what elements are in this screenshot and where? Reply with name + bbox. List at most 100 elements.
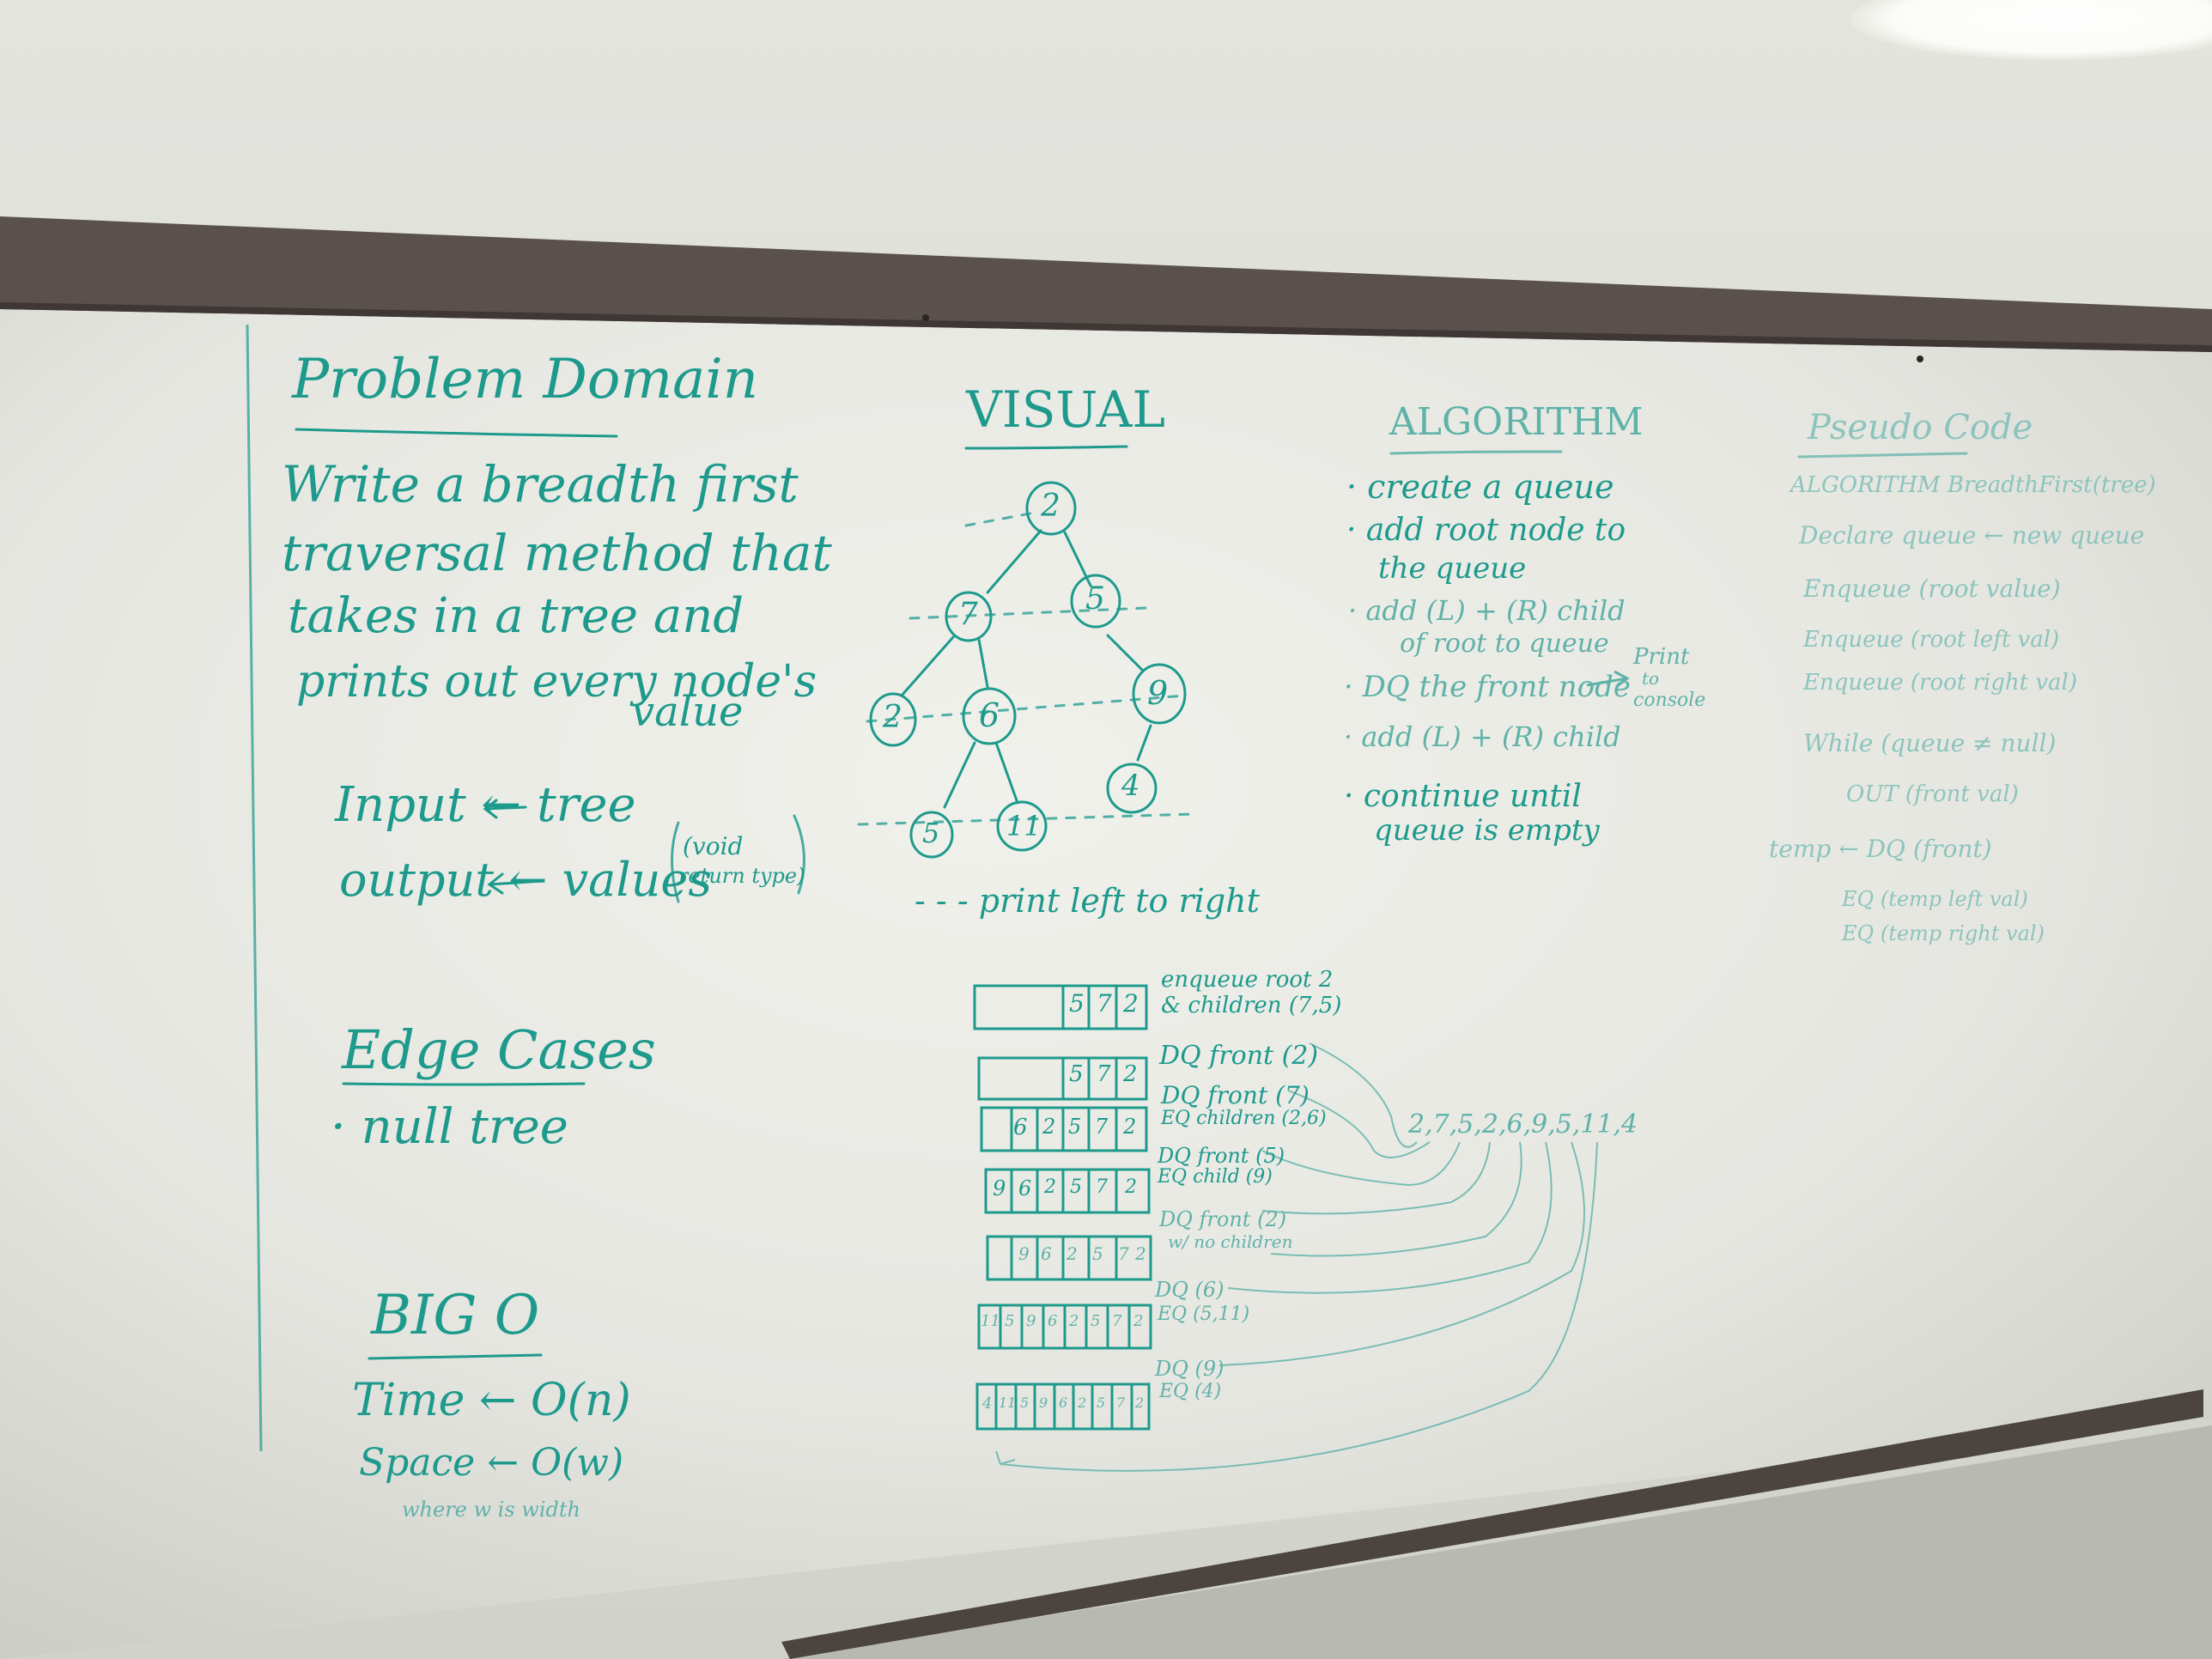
tree-node [945,591,993,642]
queue-cell: 2 [1133,1312,1144,1330]
queue-step-note: DQ front (2) [1159,1207,1287,1231]
problem-domain-heading: Problem Domain [292,348,758,411]
algorithm-side-note: Print [1633,644,1690,670]
queue-cell: 9 [1026,1312,1036,1330]
big-o-underline [368,1353,543,1360]
tree-node [869,692,917,747]
visual-caption: - - - print left to right [915,882,1260,920]
queue-cell: 2 [1123,1115,1137,1139]
output-arrow [487,872,544,895]
algorithm-side-note: to [1642,668,1660,689]
queue-cell: 9 [1018,1243,1030,1264]
algorithm-step: · add root node to [1346,513,1626,548]
print-arrow [1586,670,1630,689]
tree-node [1070,574,1121,629]
output-sequence: 2,7,5,2,6,9,5,11,4 [1408,1109,1638,1139]
pseudo-code-line: Enqueue (root right val) [1803,670,2077,696]
queue-cell: 5 [1070,1176,1082,1198]
algorithm-step: of root to queue [1400,629,1609,659]
pseudo-code-underline [1797,452,1968,459]
input-arrow [483,799,527,819]
problem-domain-underline [295,428,618,438]
queue-step-note: DQ (6) [1155,1278,1224,1302]
queue-cell: 11 [981,1312,1000,1330]
tree-node [1025,481,1077,536]
queue-step-note: DQ front (7) [1161,1081,1310,1109]
tree-node-label: 7 [958,597,978,632]
queue-step-note: & children (7,5) [1161,993,1342,1018]
tree-node-label: 4 [1121,769,1140,803]
queue-step-note: DQ front (5) [1158,1144,1285,1168]
pseudo-code-line: EQ (temp left val) [1842,887,2028,911]
queue-cell: 6 [1013,1115,1028,1140]
pseudo-code-line: Enqueue (root value) [1803,574,2061,603]
output-label: output ← values [339,853,713,907]
problem-domain-line: Write a breadth first [282,455,799,514]
queue-cell: 9 [993,1176,1006,1200]
tree-node-label: 2 [1041,489,1060,524]
output-note-bracket [671,821,680,903]
pseudo-code-line: EQ (temp right val) [1842,921,2045,945]
tree-node [1106,763,1158,814]
algorithm-step: queue is empty [1374,813,1600,848]
tree-node-label: 11 [1006,810,1042,842]
queue-cell: 2 [1044,1176,1056,1198]
input-label: Input ← tree [335,777,636,833]
rail-screw [1917,356,1923,362]
edge-cases-heading: Edge Cases [342,1018,656,1081]
visual-heading: VISUAL [966,380,1166,439]
tree-node-label: 5 [1085,581,1105,617]
output-note-line: return type) [678,864,805,888]
queue-step-note: EQ (5,11) [1158,1304,1250,1325]
ceiling-light [1850,0,2212,60]
queue-cell: 2 [1066,1243,1078,1264]
algorithm-side-note: console [1633,690,1706,711]
queue-cell: 11 [999,1395,1017,1411]
big-o-space: Space ← O(w) [359,1441,624,1485]
queue-cell: 2 [1123,989,1139,1018]
queue-cell: 7 [1097,1061,1111,1087]
algorithm-step: · create a queue [1346,468,1614,506]
output-note-bracket-right [793,814,805,895]
queue-cell: 2 [1135,1243,1146,1264]
lower-wall [781,1425,2212,1659]
queue-step-note: DQ (9) [1155,1357,1224,1381]
queue-step-note: EQ children (2,6) [1161,1108,1327,1129]
algorithm-underline [1389,450,1563,455]
queue-cell: 7 [1096,1176,1108,1198]
queue-cell: 2 [1078,1395,1087,1411]
algorithm-step: · continue until [1344,779,1582,814]
queue-cell: 4 [982,1395,993,1413]
pseudo-code-line: Enqueue (root left val) [1803,627,2060,653]
algorithm-step: the queue [1378,551,1527,586]
rail-screw [922,314,929,321]
tree-node [962,687,1017,745]
tree-node [909,811,954,859]
edge-case-item: · null tree [331,1099,568,1155]
tree-node-label: 9 [1147,674,1169,712]
queue-cell: 7 [1116,1395,1126,1411]
visual-underline [964,445,1128,450]
top-rail-edge [0,302,2212,352]
problem-domain-line: value [631,688,744,736]
queue-cell: 2 [1042,1115,1056,1139]
queue-step-note: enqueue root 2 [1161,967,1334,993]
queue-cell: 7 [1112,1312,1122,1330]
pseudo-code-line: temp ← DQ (front) [1769,835,1992,863]
tree-diagram [857,481,1195,859]
queue-cell: 9 [1039,1395,1048,1411]
tree-node [996,800,1048,852]
queue-diagram [973,984,1152,1431]
pseudo-code-line: ALGORITHM BreadthFirst(tree) [1790,472,2156,498]
queue-cell: 5 [1097,1395,1106,1411]
pseudo-code-line: OUT (front val) [1846,781,2019,807]
big-o-time: Time ← O(n) [352,1375,631,1426]
queue-step-note: EQ child (9) [1158,1166,1273,1188]
queue-cell: 2 [1135,1395,1145,1411]
queue-cell: 5 [1020,1395,1030,1411]
queue-cell: 2 [1123,1061,1138,1087]
queue-cell: 6 [1048,1312,1058,1330]
pseudo-code-heading: Pseudo Code [1808,408,2033,447]
tree-node-label: 5 [922,817,940,849]
